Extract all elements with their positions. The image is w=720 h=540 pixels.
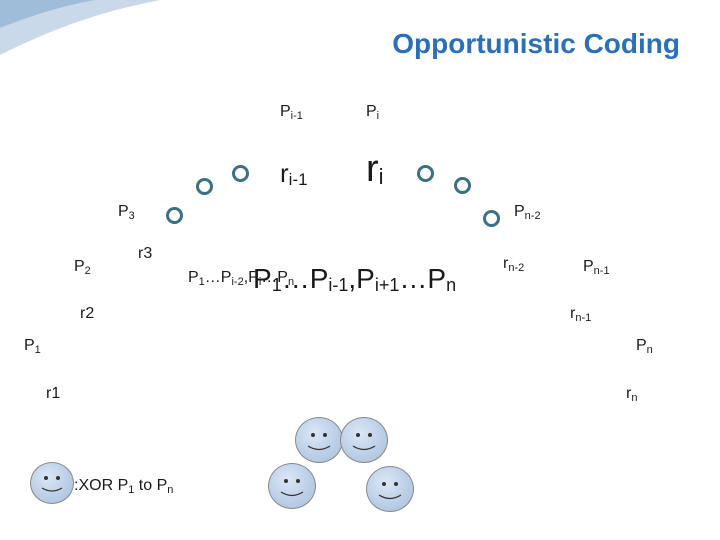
- label-rn-2: rn-2: [503, 255, 525, 274]
- smiley-face-icon: [366, 466, 414, 512]
- relay-ring-icon: [483, 210, 500, 227]
- label-r3: r3: [138, 245, 153, 262]
- label-rn: rn: [626, 385, 638, 404]
- label-rn-1: rn-1: [570, 305, 592, 324]
- center-big-sequence: P1…Pi-1,Pi+1…Pn: [253, 263, 457, 295]
- smiley-face-icon: [30, 462, 74, 504]
- label-r-i: ri: [366, 148, 384, 190]
- label-r2: r2: [80, 305, 95, 322]
- center-small-sequence: P1…Pi-2,Pi…Pn: [188, 269, 295, 288]
- relay-ring-icon: [417, 165, 434, 182]
- smiley-face-icon: [268, 463, 316, 509]
- label-r-i-minus-1: ri-1: [280, 158, 308, 189]
- label-pn-2: Pn-2: [514, 203, 541, 222]
- label-pn-1: Pn-1: [583, 258, 610, 277]
- relay-ring-icon: [232, 165, 249, 182]
- label-p-i-minus-1: Pi-1: [280, 103, 303, 122]
- legend-xor: :XOR P1 to Pn: [74, 477, 174, 496]
- label-p2: P2: [74, 258, 91, 277]
- relay-ring-icon: [454, 177, 471, 194]
- smiley-face-icon: [340, 417, 388, 463]
- relay-ring-icon: [166, 207, 183, 224]
- label-p1: P1: [24, 337, 41, 356]
- label-p3: P3: [118, 203, 135, 222]
- relay-ring-icon: [196, 178, 213, 195]
- smiley-face-icon: [295, 417, 343, 463]
- label-pn: Pn: [636, 337, 653, 356]
- slide-title: Opportunistic Coding: [392, 28, 680, 59]
- label-p-i: Pi: [366, 103, 380, 122]
- label-r1: r1: [46, 385, 61, 402]
